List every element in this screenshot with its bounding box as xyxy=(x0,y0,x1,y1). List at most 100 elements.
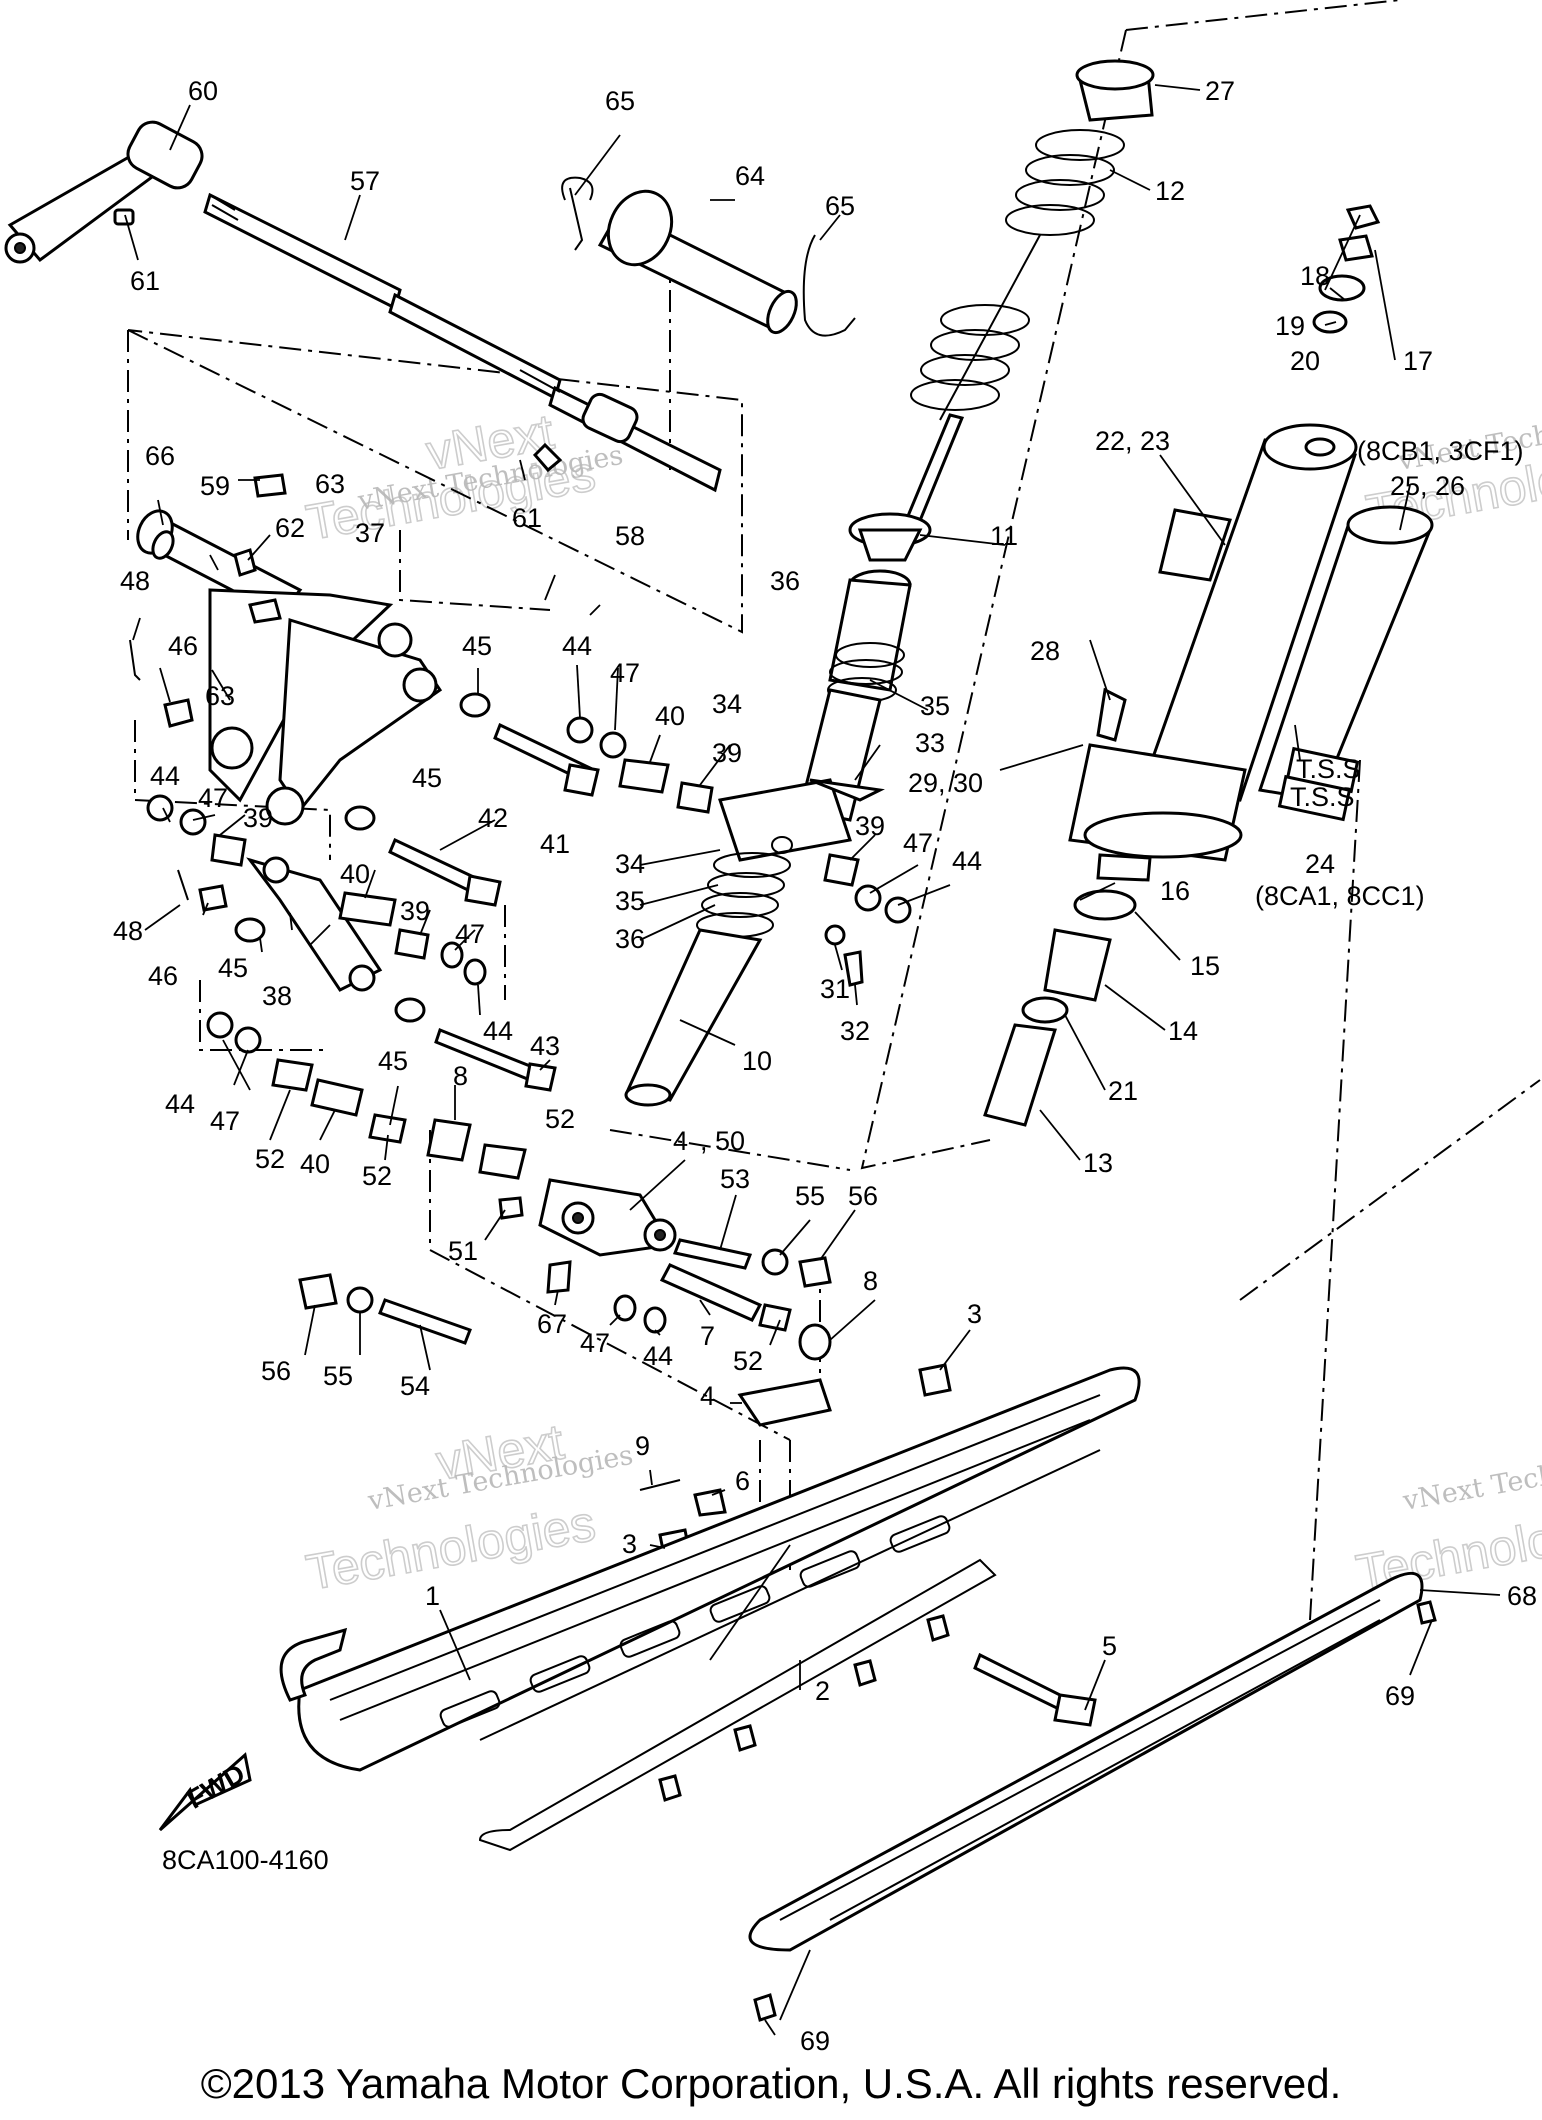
ski-right xyxy=(748,1571,1437,2022)
shock-absorber: T.S.S T.S.S xyxy=(983,204,1434,1127)
bushing-39-b xyxy=(210,833,247,867)
callout: 41 xyxy=(540,829,570,859)
shaft-collar xyxy=(581,392,639,444)
callout: 32 xyxy=(840,1016,870,1046)
collar-52 xyxy=(478,1143,527,1180)
nut-63-top xyxy=(253,473,287,498)
leader-lines xyxy=(124,84,1501,2036)
bump-stop-13 xyxy=(983,1023,1057,1127)
washer-44-c xyxy=(463,958,487,986)
washer-45-c xyxy=(234,917,266,943)
callout: 47 xyxy=(903,828,933,858)
callout: 4 xyxy=(673,1126,688,1156)
callout: 62 xyxy=(275,513,305,543)
callout: 47 xyxy=(580,1328,610,1358)
callout: 66 xyxy=(145,441,175,471)
spindle-shaft-upper xyxy=(203,192,402,311)
bushing-39-c xyxy=(394,928,430,960)
washer-47-e xyxy=(234,1026,262,1054)
callout: 63 xyxy=(315,469,345,499)
callout: 9 xyxy=(635,1431,650,1461)
callout: 36 xyxy=(770,566,800,596)
callout: 4 xyxy=(700,1381,715,1411)
callout: 45 xyxy=(378,1046,408,1076)
callout: 56 xyxy=(261,1356,291,1386)
strut-tab xyxy=(809,778,885,802)
callout: 46 xyxy=(168,631,198,661)
callout: 57 xyxy=(350,166,380,196)
nut-46-mid xyxy=(198,884,228,912)
bushing-39-a xyxy=(676,781,714,814)
nut-6 xyxy=(693,1488,727,1517)
upper-spring xyxy=(1005,129,1125,236)
clip-left xyxy=(561,176,594,251)
washer-44-a xyxy=(566,716,594,744)
callout: 28 xyxy=(1030,636,1060,666)
spring-seat-rim xyxy=(1075,59,1155,91)
callout: 59 xyxy=(200,471,230,501)
washer-45-a xyxy=(459,692,491,718)
strut-upper-body xyxy=(828,578,912,692)
callout: 55 xyxy=(795,1181,825,1211)
washer-44-d xyxy=(884,896,912,924)
callout: 61 xyxy=(130,266,160,296)
callout-labels: 60 61 57 65 64 65 27 12 18 17 19 20 22, … xyxy=(113,76,1537,2056)
clamp-bolt xyxy=(113,208,135,226)
bolt-42 xyxy=(388,837,483,894)
pin-62 xyxy=(233,548,257,577)
callout: 64 xyxy=(735,161,765,191)
collar-15 xyxy=(1073,889,1137,921)
nut-63-bottom xyxy=(248,598,282,624)
callout: 21 xyxy=(1108,1076,1138,1106)
callout: 46 xyxy=(148,961,178,991)
callout: 7 xyxy=(700,1321,715,1351)
callout: 16 xyxy=(1160,876,1190,906)
ski-left xyxy=(279,1366,1141,1852)
washer-47-d xyxy=(854,884,882,912)
callout: 52 xyxy=(733,1346,763,1376)
callout: (8CA1, 8CC1) xyxy=(1255,881,1425,911)
callout: 20 xyxy=(1290,346,1320,376)
screw-69-bottom xyxy=(753,1993,777,2022)
callout: 69 xyxy=(1385,1681,1415,1711)
pin-9 xyxy=(639,1479,681,1491)
bushing-52-b xyxy=(368,1113,407,1144)
callout: 37 xyxy=(355,518,385,548)
callout: 8 xyxy=(863,1266,878,1296)
svg-text:T.S.S: T.S.S xyxy=(1290,782,1355,812)
callout: 14 xyxy=(1168,1016,1198,1046)
circlip-66 xyxy=(151,530,175,560)
callout: 22, 23 xyxy=(1095,426,1170,456)
callout: 3 xyxy=(622,1529,637,1559)
callout: 38 xyxy=(262,981,292,1011)
callout: , 50 xyxy=(700,1126,745,1156)
strut-tube xyxy=(625,928,763,1102)
spindle-shaft-middle xyxy=(388,292,562,401)
callout: 55 xyxy=(323,1361,353,1391)
callout: 56 xyxy=(848,1181,878,1211)
bolt-28 xyxy=(1096,687,1127,742)
ski-keel xyxy=(479,1449,1101,1741)
callout: 44 xyxy=(952,846,982,876)
callout: 61 xyxy=(512,503,542,533)
callout: 27 xyxy=(1205,76,1235,106)
fwd-arrow-icon: FWD xyxy=(158,1752,252,1832)
callout: 5 xyxy=(1102,1631,1117,1661)
callout: 31 xyxy=(820,974,850,1004)
callout: 35 xyxy=(920,691,950,721)
shaft-thread-bottom xyxy=(519,369,561,393)
callout: 67 xyxy=(537,1309,567,1339)
stud-54 xyxy=(378,1298,472,1345)
collar-52-right xyxy=(758,1303,792,1332)
callout: 34 xyxy=(615,849,645,879)
bushing-8-right xyxy=(798,1323,832,1361)
cotter-pin-48-mid xyxy=(177,869,189,901)
callout: 15 xyxy=(1190,951,1220,981)
callout: 45 xyxy=(462,631,492,661)
bushing-20 xyxy=(1312,310,1348,334)
nut-56-left xyxy=(298,1273,338,1310)
washer-31 xyxy=(824,924,846,946)
bolt-32 xyxy=(843,950,864,987)
callout: 47 xyxy=(198,783,228,813)
callout: 35 xyxy=(615,886,645,916)
